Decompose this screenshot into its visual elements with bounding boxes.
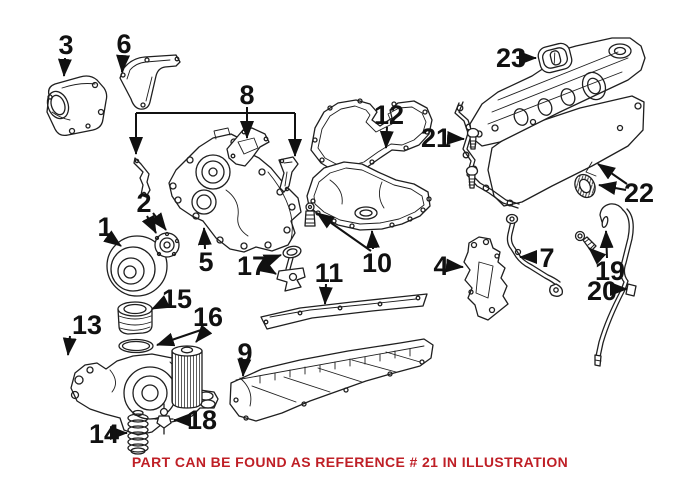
callout-arrow-10	[316, 212, 372, 252]
oil-filter-element-part	[171, 345, 203, 409]
callout-arrow-5	[197, 227, 212, 250]
callout-number-13: 13	[72, 310, 102, 340]
callout-arrow-3	[57, 57, 72, 77]
callout-arrow-16	[156, 329, 202, 347]
bolt-and-clip-part	[574, 215, 609, 252]
callout-number-20: 20	[587, 276, 617, 306]
upper-pan-gasket-part	[310, 98, 433, 174]
valve-cover-gasket	[454, 101, 520, 209]
upper-oil-pan-part	[306, 161, 432, 231]
callout-number-15: 15	[162, 284, 192, 314]
callout-number-21: 21	[421, 123, 451, 153]
callout-number-14: 14	[89, 419, 119, 449]
callout-arrow-19	[599, 230, 614, 259]
callout-arrow-2	[141, 214, 157, 234]
callout-number-12: 12	[374, 100, 404, 130]
oil-filter-cap-part	[117, 301, 154, 354]
valve-cover-part	[469, 37, 646, 147]
callout-number-2: 2	[136, 188, 151, 218]
callout-arrow-13	[62, 335, 77, 356]
timing-cover-gasket-left	[133, 157, 151, 198]
oil-filler-cap-part	[537, 42, 573, 74]
callout-arrow-16	[195, 324, 213, 343]
callout-arrow-10	[365, 230, 380, 250]
cover-bolt-part	[465, 127, 480, 189]
callout-number-22: 22	[624, 178, 654, 208]
callout-arrow-15	[151, 295, 171, 310]
callout-arrow-4	[445, 258, 464, 273]
spark-plug-seal-part	[574, 173, 596, 199]
crankshaft-pulley-part	[106, 235, 168, 297]
reference-note: PART CAN BE FOUND AS REFERENCE # 21 IN I…	[131, 454, 569, 470]
oil-pan-bolt	[304, 202, 316, 227]
callout-number-5: 5	[198, 247, 213, 277]
callout-arrow-2	[150, 212, 167, 231]
callout-arrow-9	[237, 358, 252, 377]
callout-arrow-1	[103, 230, 122, 247]
front-cover-gasket-part	[119, 54, 181, 110]
chain-cover-part	[463, 236, 509, 321]
callout-arrow-12	[379, 126, 394, 149]
callout-number-16: 16	[193, 302, 223, 332]
callout-number-4: 4	[433, 251, 448, 281]
callout-number-17: 17	[237, 251, 267, 281]
callout-arrow-11	[318, 283, 333, 305]
callout-arrow-17	[257, 259, 277, 275]
check-valve-part	[154, 403, 174, 435]
timing-cover-gasket-right	[278, 156, 299, 193]
upper-timing-cover-part	[46, 75, 108, 137]
callout-number-19: 19	[595, 256, 625, 286]
oil-level-sensor-part	[276, 245, 306, 292]
lower-oil-pan-part	[229, 338, 434, 422]
bypass-spring-part	[127, 409, 149, 455]
lower-pan-gasket-part	[260, 293, 428, 330]
callout-arrow-22	[597, 163, 628, 185]
callout-number-18: 18	[187, 405, 217, 435]
callout-arrow-17	[262, 254, 282, 268]
callout-number-23: 23	[496, 43, 526, 73]
callout-arrow-6	[116, 54, 131, 73]
callout-number-6: 6	[116, 29, 131, 59]
callout-number-11: 11	[315, 258, 344, 288]
callout-arrow-21	[446, 130, 465, 145]
callout-arrow-22	[598, 181, 627, 195]
callout-number-1: 1	[97, 212, 112, 242]
callout-number-10: 10	[362, 248, 392, 278]
pulley-hub-part	[154, 231, 180, 258]
callout-number-7: 7	[539, 243, 554, 273]
callout-number-9: 9	[237, 338, 252, 368]
callout-arrow-19	[588, 247, 607, 265]
callout-number-8: 8	[239, 80, 254, 110]
callout-number-3: 3	[58, 30, 73, 60]
